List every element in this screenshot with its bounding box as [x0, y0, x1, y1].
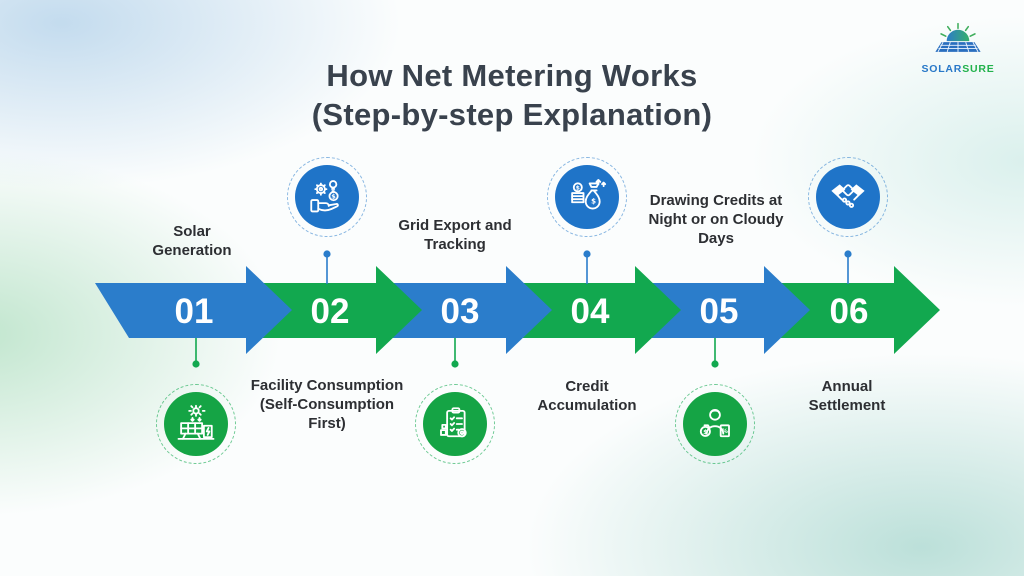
step5-label: Drawing Credits at Night or on Cloudy Da…	[648, 192, 784, 247]
step-number-5: 05	[700, 292, 739, 331]
solar-panel-icon	[177, 404, 215, 440]
svg-text:$: $	[576, 185, 580, 192]
brand-name-primary: SOLAR	[921, 63, 963, 75]
step1-icon-badge	[156, 384, 236, 464]
step-number-1: 01	[175, 292, 214, 331]
money-bag-credits-icon: $ $	[571, 179, 607, 210]
bottom-connectors	[192, 338, 719, 368]
step4-label: Credit Accumulation	[537, 378, 637, 414]
svg-text:$: $	[703, 429, 707, 436]
step2-icon-badge: $	[287, 157, 367, 237]
step6-label: Annual Settlement	[808, 378, 886, 414]
timeline-arrow-2	[246, 266, 422, 354]
clipboard-tracking-icon	[440, 407, 467, 438]
title-line-1: How Net Metering Works	[326, 58, 698, 93]
step4-icon-badge: $ $	[547, 157, 627, 237]
svg-text:$: $	[331, 192, 336, 200]
step-number-4: 04	[571, 292, 610, 331]
timeline-arrow-3	[376, 266, 552, 354]
svg-text:%: %	[722, 428, 728, 435]
step-number-2: 02	[311, 292, 350, 331]
top-connectors	[323, 250, 852, 284]
step5-icon-badge: $ %	[675, 384, 755, 464]
brand-name: SOLARSURE	[910, 63, 1006, 75]
timeline-arrow-1	[95, 266, 292, 354]
step1-label: Solar Generation	[152, 223, 232, 259]
timeline-arrow-6	[764, 266, 940, 354]
step-number-6: 06	[830, 292, 869, 331]
brand-name-secondary: SURE	[962, 63, 995, 75]
step6-icon-badge	[808, 157, 888, 237]
step2-label: Facility Consumption (Self-Consumption F…	[250, 377, 404, 432]
hand-holding-energy-icon: $	[310, 180, 339, 213]
brand-logo: SOLARSURE	[910, 20, 1006, 75]
step-number-3: 03	[441, 292, 480, 331]
solarsure-sun-panel-icon	[935, 22, 981, 53]
step3-icon-badge	[415, 384, 495, 464]
timeline-arrow-4	[506, 266, 681, 354]
person-billing-icon: $ %	[699, 408, 730, 438]
timeline-arrow-5	[635, 266, 810, 354]
page-title: How Net Metering Works (Step-by-step Exp…	[0, 56, 1024, 134]
title-line-2: (Step-by-step Explanation)	[311, 97, 713, 132]
svg-text:$: $	[591, 198, 596, 206]
handshake-icon	[831, 184, 865, 208]
step3-label: Grid Export and Tracking	[398, 217, 512, 253]
